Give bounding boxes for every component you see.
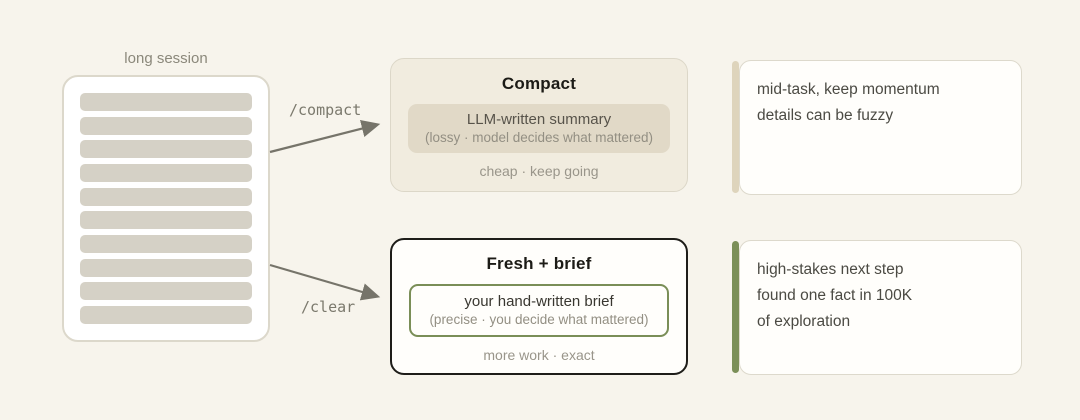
fresh-chip-title: your hand-written brief bbox=[464, 293, 614, 310]
note-card-compact: mid-task, keep momentum details can be f… bbox=[739, 60, 1022, 195]
session-box bbox=[62, 75, 270, 342]
compact-chip-title: LLM-written summary bbox=[466, 111, 612, 128]
session-line-bar bbox=[80, 282, 252, 301]
session-line-bar bbox=[80, 93, 252, 111]
compact-title: Compact bbox=[501, 74, 577, 93]
session-line-bar bbox=[80, 116, 252, 135]
session-line-bar bbox=[80, 305, 252, 324]
session-line-bar bbox=[80, 187, 252, 206]
compact-arrow bbox=[269, 120, 381, 154]
fresh-footer: more work · exact bbox=[483, 347, 595, 363]
note-line: found one fact in 100K bbox=[757, 287, 913, 304]
compact-command-label: /compact bbox=[289, 101, 362, 119]
compact-option-card: Compact LLM-written summary (lossy · mod… bbox=[390, 58, 688, 192]
session-line-bar bbox=[80, 140, 252, 159]
note-line: of exploration bbox=[757, 313, 851, 330]
compact-summary-chip: LLM-written summary (lossy · model decid… bbox=[408, 104, 670, 153]
session-line-bar bbox=[80, 234, 252, 253]
session-label: long session bbox=[124, 50, 208, 67]
note-line: high-stakes next step bbox=[757, 261, 904, 278]
session-line-bar bbox=[80, 163, 252, 182]
note-line: mid-task, keep momentum bbox=[757, 81, 940, 98]
clear-arrow bbox=[269, 263, 381, 301]
fresh-option-card: Fresh + brief your hand-written brief (p… bbox=[390, 238, 688, 375]
compact-footer: cheap · keep going bbox=[479, 163, 599, 179]
fresh-chip-note: (precise · you decide what mattered) bbox=[429, 312, 649, 327]
session-line-bar bbox=[80, 211, 252, 230]
compact-chip-note: (lossy · model decides what mattered) bbox=[424, 130, 654, 145]
note-card-fresh: high-stakes next step found one fact in … bbox=[739, 240, 1022, 375]
note-accent-compact bbox=[732, 61, 739, 193]
fresh-title: Fresh + brief bbox=[486, 254, 592, 273]
clear-command-label: /clear bbox=[301, 298, 356, 316]
note-line: details can be fuzzy bbox=[757, 107, 894, 124]
fresh-brief-chip: your hand-written brief (precise · you d… bbox=[409, 284, 669, 337]
note-accent-fresh bbox=[732, 241, 739, 373]
session-line-bar bbox=[80, 258, 252, 277]
